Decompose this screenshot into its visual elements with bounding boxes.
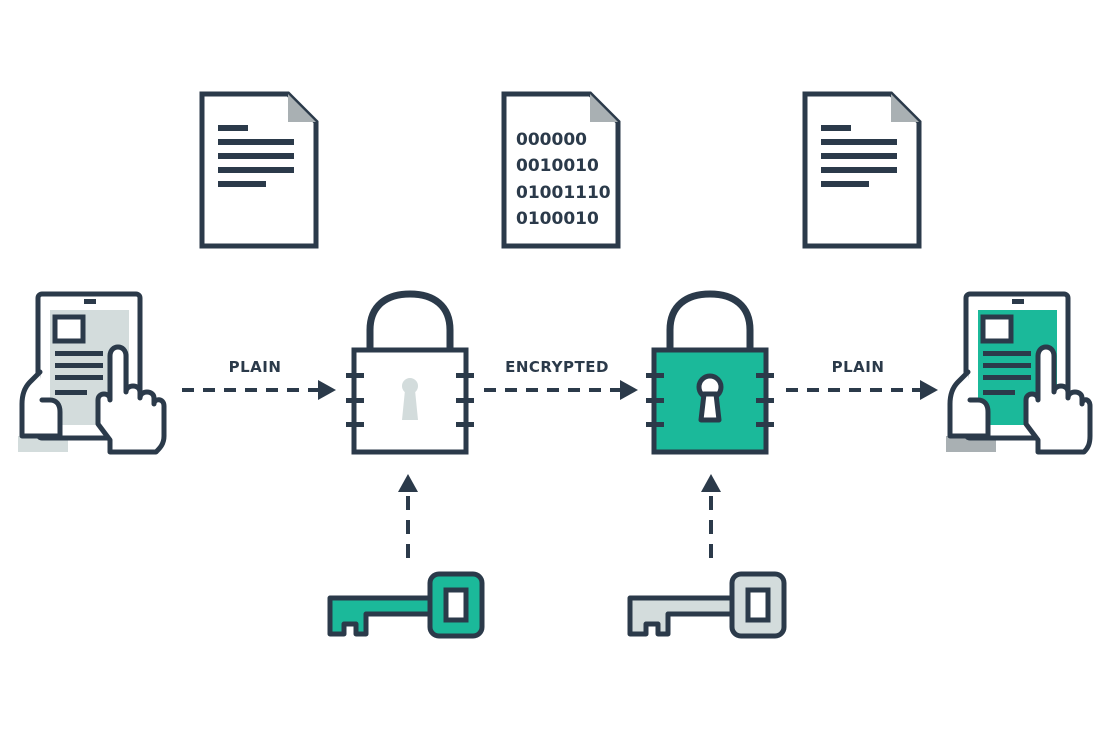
plain-label-right: PLAIN <box>832 358 885 376</box>
binary-line: 0100010 <box>516 209 599 229</box>
binary-line: 0010010 <box>516 156 599 176</box>
plain-document-right-icon <box>802 91 922 249</box>
cipher-document-icon: 000000 0010010 01001110 0100010 <box>501 91 621 249</box>
binary-line: 000000 <box>516 130 587 150</box>
binary-line: 01001110 <box>516 183 611 203</box>
encrypted-transfer-arrow <box>484 380 638 400</box>
plain-document-left-icon <box>199 91 319 249</box>
decrypt-key-arrow <box>701 474 721 558</box>
encrypt-key-icon <box>327 571 485 639</box>
plain-to-lock-arrow <box>182 380 336 400</box>
encrypt-key-arrow <box>398 474 418 558</box>
sender-tablet-icon <box>18 291 167 455</box>
encrypted-label: ENCRYPTED <box>505 358 609 376</box>
lock-to-plain-arrow <box>786 380 938 400</box>
receiver-tablet-icon <box>946 291 1093 455</box>
decrypt-key-icon <box>627 571 787 639</box>
decrypt-padlock-icon <box>646 290 774 455</box>
plain-label-left: PLAIN <box>229 358 282 376</box>
encrypt-padlock-icon <box>346 290 474 455</box>
